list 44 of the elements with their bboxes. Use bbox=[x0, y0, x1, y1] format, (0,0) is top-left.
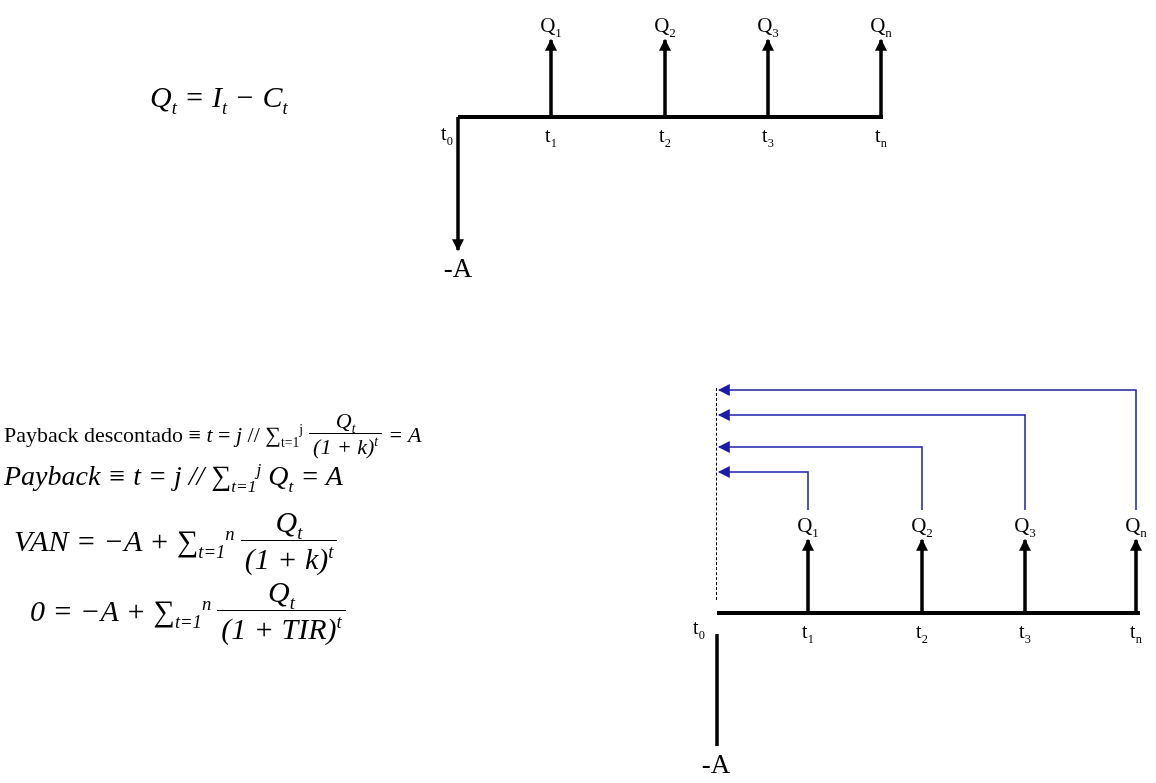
formula-numerator: Q$_{t}$ bbox=[217, 575, 346, 611]
flow-label: Q$_{2}$ bbox=[906, 510, 938, 540]
arrow bbox=[717, 409, 1026, 511]
formula-denominator: (1 + k)$^{t}$ bbox=[243, 540, 335, 577]
time-label: t$_{2}$ bbox=[916, 620, 928, 642]
formula: = A bbox=[388, 421, 422, 447]
flow-label: -A bbox=[694, 746, 738, 782]
time-label: t$_{3}$ bbox=[762, 124, 774, 146]
flow-label: Q$_{1}$ bbox=[535, 10, 567, 40]
flow-label: Q$_{n}$ bbox=[1120, 510, 1152, 540]
formula-denominator: (1 + k)$^{t}$ bbox=[312, 434, 380, 461]
arrow bbox=[717, 466, 809, 511]
time-label: t$_{1}$ bbox=[545, 124, 557, 146]
time-label: t$_{n}$ bbox=[1130, 620, 1142, 642]
flow-label: Q$_{1}$ bbox=[792, 510, 824, 540]
flow-label: Q$_{2}$ bbox=[649, 10, 681, 40]
arrow bbox=[717, 441, 923, 511]
flow-label: -A bbox=[436, 250, 480, 286]
flow-label: Q$_{3}$ bbox=[752, 10, 784, 40]
time-label: t$_{0}$ bbox=[441, 122, 453, 144]
arrow bbox=[1130, 538, 1142, 613]
reference-line bbox=[716, 388, 719, 600]
time-label: t$_{1}$ bbox=[802, 620, 814, 642]
arrow bbox=[659, 38, 671, 117]
arrow bbox=[802, 538, 814, 613]
time-label: t$_{3}$ bbox=[1019, 620, 1031, 642]
formula-numerator: Q$_{t}$ bbox=[240, 505, 338, 541]
formula: Q$_{t}$ = I$_{t}$ − C$_{t}$ bbox=[150, 80, 288, 115]
flow-label: Q$_{3}$ bbox=[1009, 510, 1041, 540]
arrow bbox=[916, 538, 928, 613]
arrow bbox=[717, 384, 1137, 511]
arrow bbox=[545, 38, 557, 117]
arrow bbox=[1019, 538, 1031, 613]
arrow bbox=[452, 117, 464, 252]
arrow bbox=[875, 38, 887, 117]
formula: Payback ≡ t = j // ∑$_{t=1}$$^{j}$ Q$_{t}$ = A bbox=[4, 460, 343, 493]
formula-numerator: Q$_{t}$ bbox=[309, 408, 383, 435]
connector-line bbox=[715, 634, 719, 746]
formula-denominator: (1 + TIR)$^{t}$ bbox=[220, 610, 343, 647]
flow-label: Q$_{n}$ bbox=[865, 10, 897, 40]
arrow bbox=[762, 38, 774, 117]
time-label: t$_{2}$ bbox=[659, 124, 671, 146]
time-label: t$_{n}$ bbox=[875, 124, 887, 146]
time-label: t$_{0}$ bbox=[693, 616, 705, 638]
